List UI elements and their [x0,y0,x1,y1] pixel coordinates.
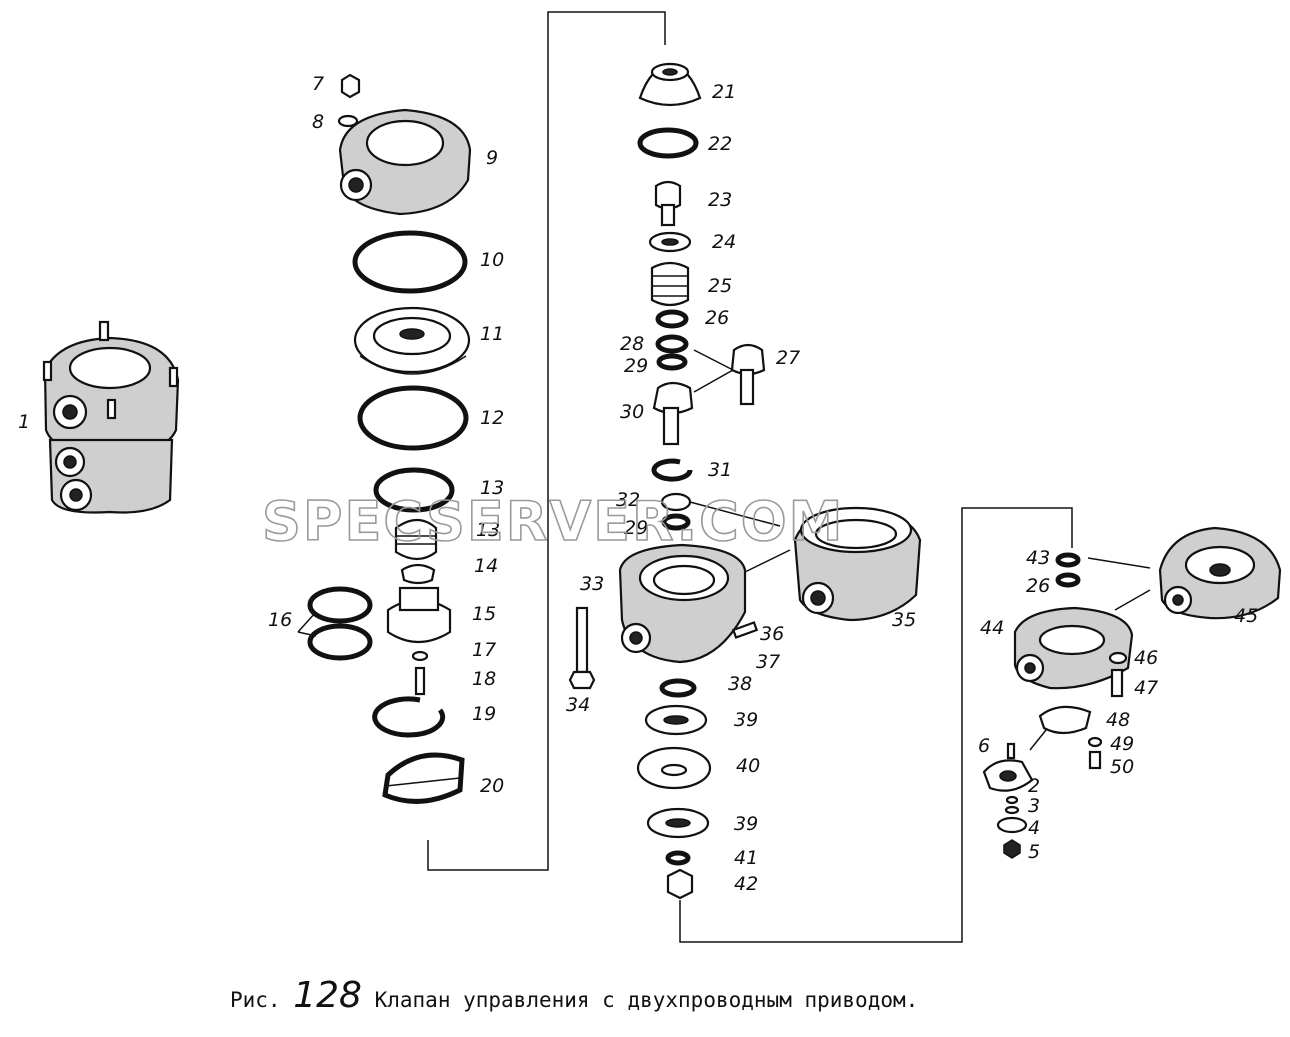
part-label-44: 44 [980,617,1004,639]
part-label-30: 30 [620,401,644,423]
part-label-21: 21 [712,81,736,103]
part-label-16: 16 [268,609,292,631]
part-label-27: 27 [776,347,800,369]
part-label-10: 10 [480,249,504,271]
part-label-8: 8 [312,111,324,133]
part-label-13: 13 [480,477,504,499]
part-label-47: 47 [1134,677,1158,699]
part-label-29: 29 [624,517,648,539]
watermark: SPECSERVER.COM [262,490,844,553]
part-label-38: 38 [728,673,752,695]
caption-number: 128 [293,975,362,1016]
caption-prefix: Рис. [230,988,281,1012]
part-label-12: 12 [480,407,504,429]
part-label-19: 19 [472,703,496,725]
part-label-1: 1 [18,411,30,433]
part-label-24: 24 [712,231,736,253]
part-label-9: 9 [486,147,498,169]
part-label-17: 17 [472,639,496,661]
upper-body-part [793,506,922,622]
part-label-5: 5 [1028,841,1040,863]
part-label-33: 33 [580,573,604,595]
part-label-26: 26 [1026,575,1050,597]
part-label-39: 39 [734,709,758,731]
part-label-6: 6 [978,735,990,757]
part-label-11: 11 [480,323,504,345]
part-label-37: 37 [756,651,780,673]
part-label-2: 2 [1028,775,1040,797]
part-label-40: 40 [736,755,760,777]
part-label-7: 7 [312,73,324,95]
part-label-35: 35 [892,609,916,631]
part-label-28: 28 [620,333,644,355]
part-label-41: 41 [734,847,758,869]
right-column-parts [982,526,1282,859]
part-label-31: 31 [708,459,732,481]
exploded-diagram: 1234567891011121313141516171819202122232… [18,11,1282,943]
part-label-36: 36 [760,623,784,645]
part-label-39: 39 [734,813,758,835]
part-label-18: 18 [472,668,496,690]
part-label-45: 45 [1234,605,1258,627]
connector-lines [297,11,1151,943]
part-labels: 1234567891011121313141516171819202122232… [18,73,1258,895]
part-label-13: 13 [476,519,500,541]
part-label-42: 42 [734,873,758,895]
part-label-23: 23 [708,189,732,211]
part-label-14: 14 [474,555,498,577]
part-label-32: 32 [616,489,640,511]
part-label-22: 22 [708,133,732,155]
part-label-20: 20 [480,775,504,797]
part-label-15: 15 [472,603,496,625]
part-label-25: 25 [708,275,732,297]
part-label-46: 46 [1134,647,1158,669]
part-label-34: 34 [566,694,590,716]
part-label-43: 43 [1026,547,1050,569]
middle-column-parts [568,62,766,900]
part-label-50: 50 [1110,756,1134,778]
part-label-49: 49 [1110,733,1134,755]
valve-assembly [42,320,180,514]
part-label-3: 3 [1028,795,1040,817]
left-column-parts [307,73,472,804]
part-label-26: 26 [705,307,729,329]
part-label-48: 48 [1106,709,1130,731]
figure-caption: Рис. 128 Клапан управления с двухпроводн… [230,975,918,1016]
part-label-29: 29 [624,355,648,377]
caption-title: Клапан управления с двухпроводным привод… [374,988,919,1012]
part-label-4: 4 [1028,817,1040,839]
